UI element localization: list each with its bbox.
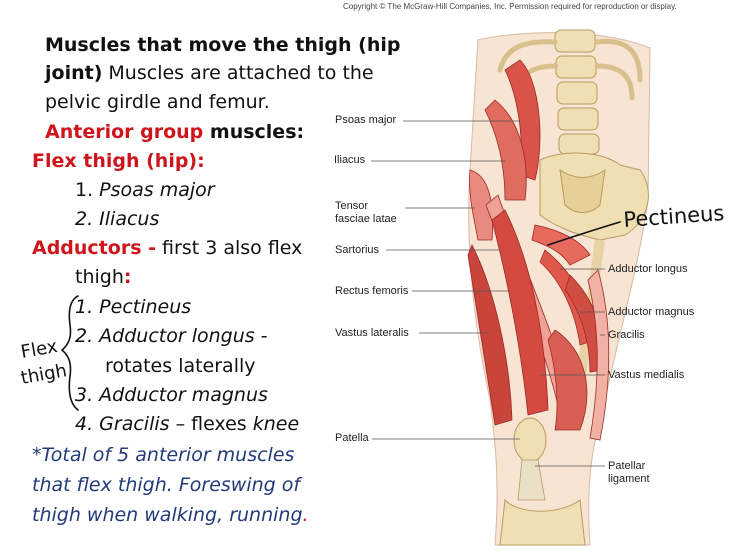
heading-line-2-rest: Muscles are attached to the: [102, 62, 374, 84]
knee-lower: [499, 498, 586, 546]
label-gracilis: Gracilis: [608, 329, 645, 341]
tensor-fasciae-latae: [469, 169, 493, 241]
note-line-3-text: thigh when walking, running: [32, 504, 303, 526]
adductors-colon: :: [123, 266, 132, 288]
adductors-cont: thigh:: [75, 266, 131, 288]
adductor-item-2: 2. Adductor longus -: [75, 325, 268, 347]
adductor-item-4-name: 4. Gracilis: [75, 413, 170, 435]
label-vastus-medialis: Vastus medialis: [608, 369, 685, 381]
flex-item-2: 2. Iliacus: [75, 208, 160, 230]
note-line-1: *Total of 5 anterior muscles: [32, 444, 295, 466]
heading-line-2: joint) Muscles are attached to the: [45, 62, 374, 84]
heading-line-1: Muscles that move the thigh (hip: [45, 34, 401, 56]
note-line-3-period: .: [302, 504, 309, 526]
label-rectus-femoris: Rectus femoris: [335, 285, 409, 297]
flex-thigh-heading: Flex thigh (hip):: [32, 150, 205, 172]
psoas-major: [504, 59, 541, 181]
vastus-medialis: [547, 329, 588, 431]
flex-item-1-name: Psoas major: [99, 179, 215, 201]
flex-item-1-number: 1.: [75, 179, 100, 201]
label-vastus-lateralis: Vastus lateralis: [335, 327, 409, 339]
label-adductor-longus: Adductor longus: [608, 263, 688, 275]
pectineus-pointer: [547, 221, 621, 246]
adductor-item-4-desc: – flexes: [169, 413, 253, 435]
adductor-item-4: 4. Gracilis – flexes knee: [75, 413, 299, 435]
handwritten-thigh: thigh: [19, 360, 68, 389]
spine: [554, 29, 600, 155]
flex-item-1: 1. Psoas major: [75, 179, 215, 201]
leader-lines-right: [535, 268, 605, 467]
handwritten-flex: Flex: [19, 336, 59, 363]
adductor-item-2-name: 2. Adductor longus: [75, 325, 255, 347]
copyright-notice: Copyright © The McGraw-Hill Companies, I…: [343, 2, 677, 11]
note-line-3: thigh when walking, running.: [32, 504, 309, 526]
heading-line-2-bold: joint): [45, 62, 103, 84]
label-iliacus: Iliacus: [334, 154, 366, 166]
note-line-2: that flex thigh. Foreswing of: [32, 474, 301, 496]
pectineus: [531, 224, 591, 266]
adductor-item-4-knee: knee: [252, 413, 300, 435]
rectus-femoris: [491, 209, 549, 416]
label-patella: Patella: [335, 432, 369, 444]
label-tensor-fasciae-latae: Tensor fasciae latae: [335, 200, 397, 225]
iliacus: [484, 99, 527, 201]
vastus-lateralis: [467, 244, 513, 426]
label-psoas-major: Psoas major: [335, 114, 397, 126]
adductors-label: Adductors -: [32, 237, 157, 259]
adductors-line: Adductors - first 3 also flex: [32, 237, 302, 259]
anterior-group-line: Anterior group muscles:: [45, 121, 304, 143]
leader-lines-left: [371, 120, 520, 440]
label-patellar-ligament: Patellar ligament: [608, 460, 650, 485]
sacrum: [559, 168, 606, 213]
adductors-desc: first 3 also flex: [156, 237, 303, 259]
adductor-item-2-cont: rotates laterally: [105, 355, 256, 377]
patellar-ligament: [517, 459, 546, 501]
anterior-group-label: Anterior group: [45, 121, 204, 143]
label-sartorius: Sartorius: [335, 244, 380, 256]
adductors-cont-text: thigh: [75, 266, 124, 288]
label-adductor-magnus: Adductor magnus: [608, 306, 695, 318]
adductor-item-3: 3. Adductor magnus: [75, 384, 268, 406]
patella: [513, 417, 547, 463]
handwritten-brace: [61, 295, 79, 411]
gracilis: [587, 269, 610, 441]
adductor-item-1: 1. Pectineus: [75, 296, 192, 318]
muscle-group: [467, 59, 610, 441]
adductor-item-2-dash: -: [254, 325, 268, 347]
anterior-group-muscles: muscles:: [203, 121, 305, 143]
heading-line-3: pelvic girdle and femur.: [45, 91, 270, 113]
